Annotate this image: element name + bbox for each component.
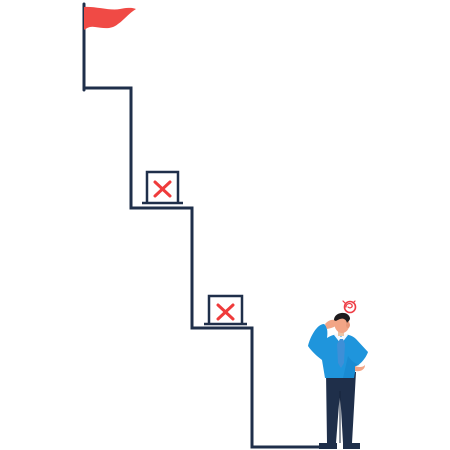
failed-step-box-2 xyxy=(204,294,247,326)
person-icon xyxy=(308,312,368,449)
goal-flag xyxy=(82,2,136,92)
collar xyxy=(334,333,348,344)
trousers xyxy=(326,372,356,443)
tie xyxy=(337,339,345,368)
alert-swirl-icon xyxy=(342,300,357,314)
staircase-line xyxy=(82,86,322,449)
flag-icon xyxy=(84,6,136,31)
x-mark-icon xyxy=(153,180,172,198)
hair xyxy=(334,312,350,323)
right-shoe xyxy=(343,443,360,449)
failed-step-box-1 xyxy=(142,170,183,205)
x-mark-icon xyxy=(216,303,235,321)
left-shoe xyxy=(319,443,337,449)
hip-hand xyxy=(355,365,365,372)
